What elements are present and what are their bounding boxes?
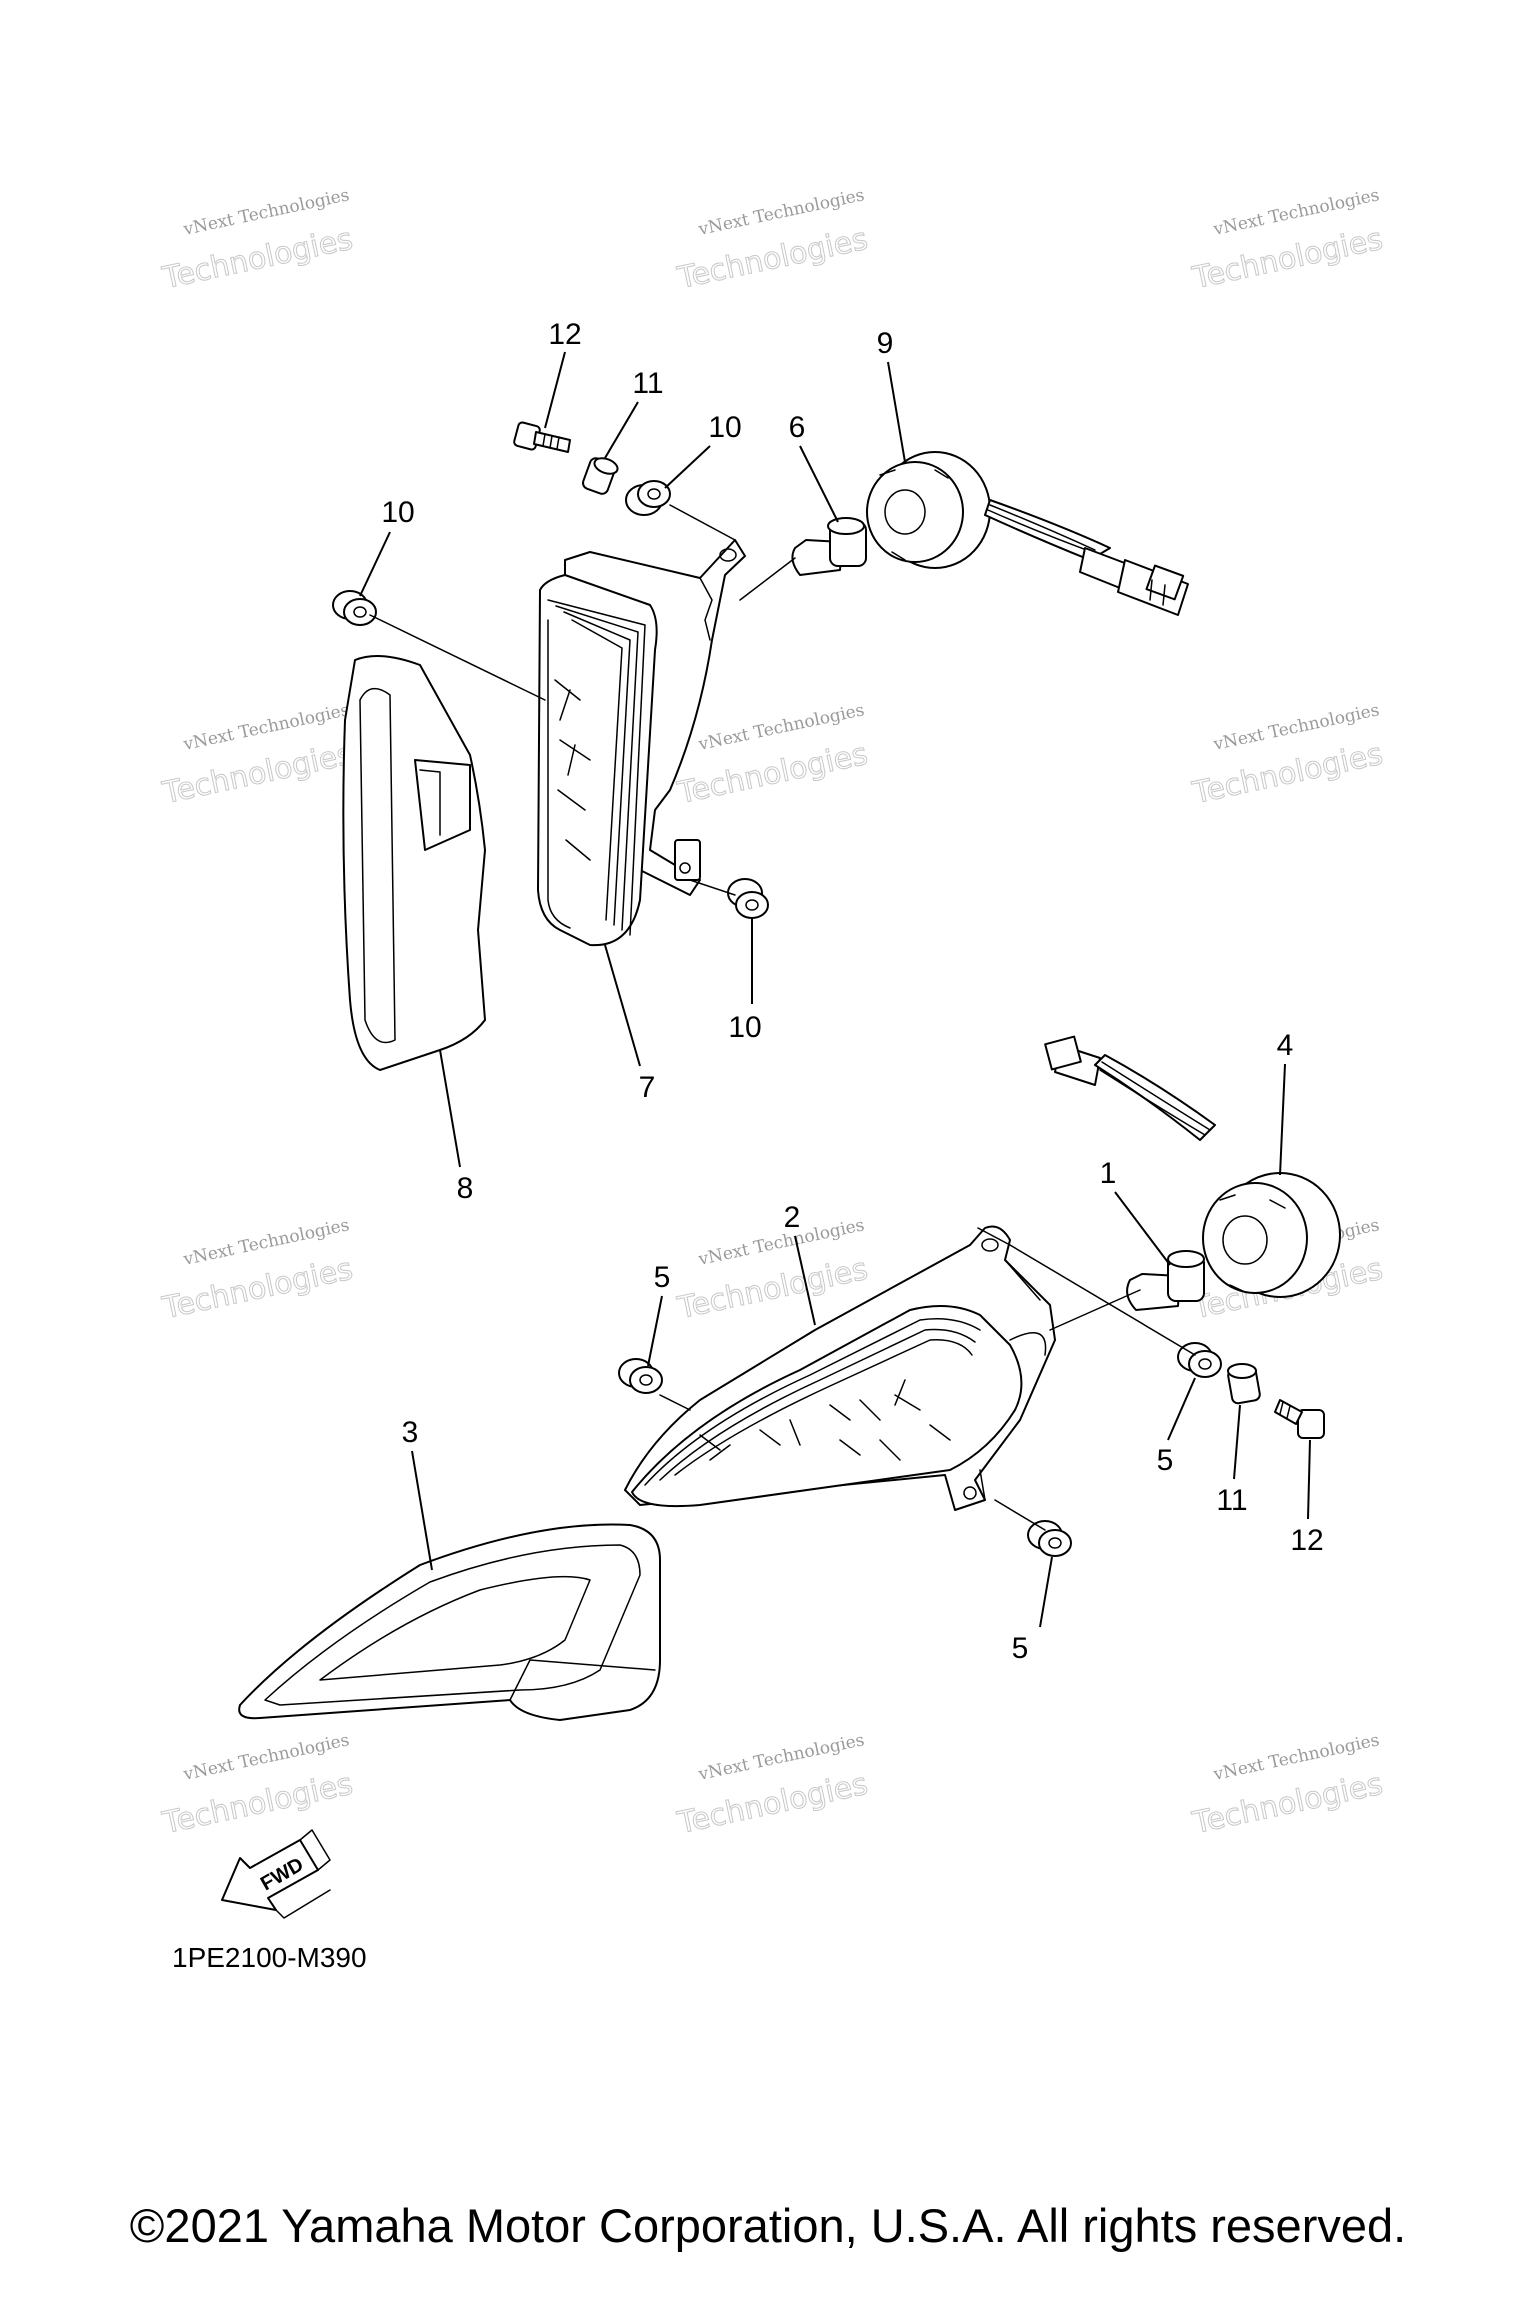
grommet-part-5-c bbox=[1027, 1520, 1072, 1557]
fwd-arrow-icon: FWD bbox=[221, 1829, 331, 1919]
assembly-line bbox=[369, 504, 796, 896]
callout-6: 6 bbox=[789, 411, 806, 444]
callout-12: 12 bbox=[1290, 1524, 1323, 1557]
collar-part-11-upper bbox=[582, 457, 619, 495]
bulb-part-6 bbox=[791, 517, 867, 576]
callout-5: 5 bbox=[1157, 1444, 1174, 1477]
collar-part-11-lower bbox=[1227, 1363, 1261, 1405]
grommet-part-10-a bbox=[625, 480, 671, 516]
lens-cover-part-3 bbox=[238, 1523, 661, 1721]
grommet-part-5-a bbox=[618, 1358, 663, 1394]
callout-5: 5 bbox=[654, 1261, 671, 1294]
assembly-line bbox=[659, 1244, 1196, 1531]
socket-part-4 bbox=[1044, 1035, 1341, 1298]
grommet-part-10-c bbox=[727, 878, 769, 919]
callout-2: 2 bbox=[784, 1201, 801, 1234]
callout-1: 1 bbox=[1100, 1157, 1117, 1190]
bulb-part-1 bbox=[1126, 1250, 1205, 1311]
callout-11: 11 bbox=[1216, 1484, 1247, 1517]
callout-11: 11 bbox=[632, 367, 663, 400]
lens-cover-part-8 bbox=[342, 655, 486, 1071]
callout-10: 10 bbox=[708, 411, 741, 444]
diagram-code: 1PE2100-M390 bbox=[172, 1942, 367, 1973]
callout-4: 4 bbox=[1277, 1029, 1294, 1062]
callout-7: 7 bbox=[639, 1071, 656, 1104]
callout-12: 12 bbox=[548, 318, 581, 351]
screw-part-12-upper bbox=[513, 421, 571, 453]
lamp-housing-part-2 bbox=[624, 1225, 1056, 1511]
socket-part-9 bbox=[866, 451, 1189, 616]
callout-3: 3 bbox=[402, 1416, 419, 1449]
grommet-part-10-b bbox=[332, 590, 377, 626]
copyright-notice: ©2021 Yamaha Motor Corporation, U.S.A. A… bbox=[129, 2199, 1407, 2252]
callout-8: 8 bbox=[457, 1172, 474, 1205]
callout-9: 9 bbox=[877, 327, 894, 360]
callout-group: 12 11 10 6 9 10 10 7 8 4 1 2 5 3 5 11 12… bbox=[359, 318, 1324, 1665]
callout-10: 10 bbox=[381, 496, 414, 529]
callout-5: 5 bbox=[1012, 1632, 1029, 1665]
callout-10: 10 bbox=[728, 1011, 761, 1044]
screw-part-12-lower bbox=[1274, 1399, 1325, 1439]
